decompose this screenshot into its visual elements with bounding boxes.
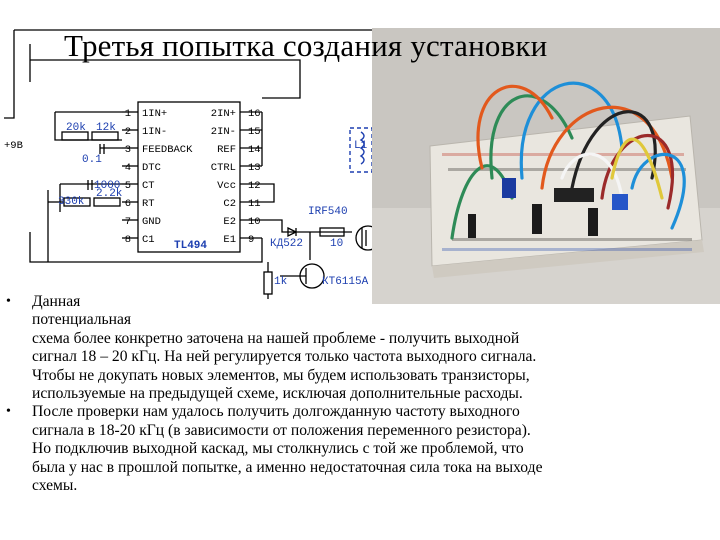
pin-number: 13 [248, 162, 261, 174]
pin-name: 1IN+ [142, 108, 167, 120]
pin-number: 7 [125, 216, 131, 228]
pin-name: 1IN- [142, 126, 167, 138]
pin-name: GND [142, 216, 161, 228]
bullet-line: Чтобы не докупать новых элементов, мы бу… [32, 366, 530, 384]
bullet-line: схемы. [32, 477, 78, 495]
pin-name: E1 [223, 234, 236, 246]
pin-name: RT [142, 198, 155, 210]
pin-name: FEEDBACK [142, 144, 193, 156]
pin-name: REF [217, 144, 236, 156]
bullet-line: была у нас в прошлой попытке, а именно н… [32, 458, 543, 476]
pin-number: 1 [125, 108, 131, 120]
pin-name: Vcc [217, 180, 236, 192]
pin-number: 2 [125, 126, 131, 138]
bullet-item: После проверки нам удалось получить долг… [6, 403, 712, 495]
pin-name: C1 [142, 234, 155, 246]
pin-number: 6 [125, 198, 131, 210]
pin-name: DTC [142, 162, 161, 174]
r-10-label: 10 [330, 238, 343, 250]
bullet-line: сигнала в 18-20 кГц (в зависимости от по… [32, 421, 531, 439]
r-12k-label: 12k [96, 122, 116, 134]
r-1k-label: 1k [274, 276, 288, 288]
bullet-item: Данная потенциальная схема более конкрет… [6, 293, 712, 403]
pin-name: CTRL [211, 162, 236, 174]
pin-number: 16 [248, 108, 261, 120]
pin-number: 10 [248, 216, 261, 228]
r-20k-label: 20k [66, 122, 86, 134]
pin-number: 3 [125, 144, 131, 156]
circuit-schematic: 1 1IN+ 2 1IN- 3 FEEDBACK 4 DTC 5 CT 6 RT 7 GND 8 C1 2IN… [4, 29, 380, 299]
bullet-line: схема более конкретно заточена на нашей … [32, 329, 520, 347]
bullet-line: сигнал 18 – 20 кГц. На ней регулируется … [32, 348, 537, 366]
bullet-line: потенциальная [32, 311, 132, 329]
inductor-label: L1 [354, 140, 368, 152]
pin-number: 5 [125, 180, 131, 192]
r-22k-label: 2.2k [96, 188, 123, 200]
pin-number: 14 [248, 144, 261, 156]
pin-name: 2IN- [211, 126, 236, 138]
bullet-line: Данная [32, 293, 81, 310]
pin-number: 12 [248, 180, 261, 192]
pin-number: 15 [248, 126, 261, 138]
breadboard-photo [372, 28, 720, 304]
diode-label: КД522 [270, 238, 303, 250]
pin-name: E2 [223, 216, 236, 228]
mosfet-label: IRF540 [308, 206, 348, 218]
pin-name: C2 [223, 198, 236, 210]
c-1000-label: 1000 [94, 180, 120, 192]
pin-number: 9 [248, 234, 254, 246]
slide-title: Третья попытка создания установки [64, 28, 548, 63]
pin-name: 2IN+ [211, 108, 236, 120]
pin-number: 11 [248, 198, 261, 210]
pin-number: 8 [125, 234, 131, 246]
bullet-line: После проверки нам удалось получить долг… [32, 403, 520, 421]
bullet-list: Данная потенциальная схема более конкрет… [6, 293, 712, 495]
c-01-label: 0.1 [82, 154, 102, 166]
bullet-line: используемые на предыдущей схеме, исключ… [32, 385, 523, 403]
pin-name: CT [142, 180, 155, 192]
transistor-label: КТ6115А [322, 276, 369, 288]
pin-number: 4 [125, 162, 131, 174]
r-330k-label: 330k [58, 196, 85, 208]
chip-name: TL494 [174, 240, 207, 252]
supply-label: +9В [4, 140, 23, 152]
bullet-line: Но подключив выходной каскад, мы столкну… [32, 440, 524, 458]
